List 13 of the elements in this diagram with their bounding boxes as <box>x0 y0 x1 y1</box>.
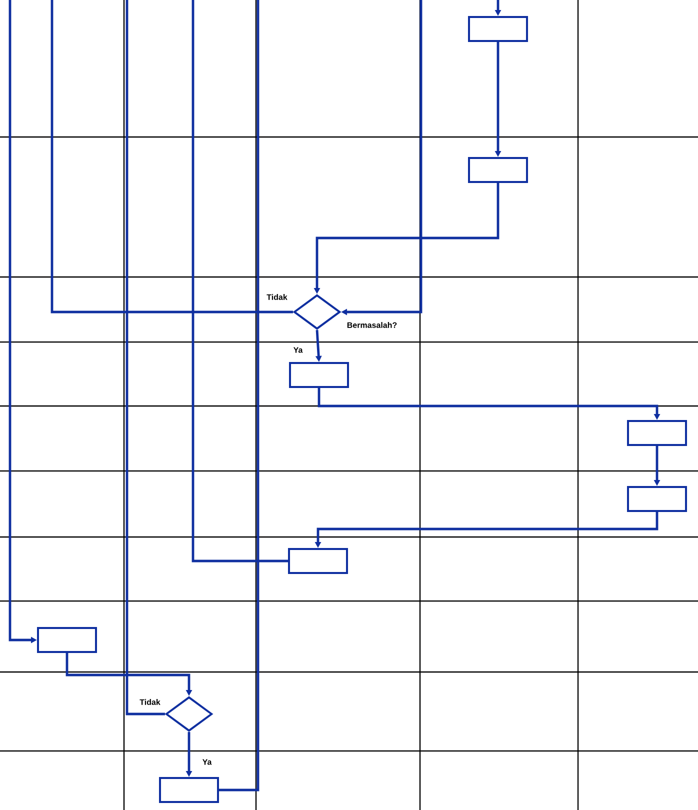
edge-label: Ya <box>202 759 212 765</box>
process-box <box>37 627 97 653</box>
edge-label: Tidak <box>140 699 160 705</box>
edge-label: Ya <box>293 347 303 353</box>
process-box <box>627 486 687 512</box>
process-box <box>468 157 528 183</box>
process-box <box>627 420 687 446</box>
process-box <box>159 777 219 803</box>
decision-label: Bermasalah? <box>347 322 397 328</box>
process-box <box>289 362 349 388</box>
process-box <box>288 548 348 574</box>
edge-label: Tidak <box>266 294 288 300</box>
process-box <box>468 16 528 42</box>
